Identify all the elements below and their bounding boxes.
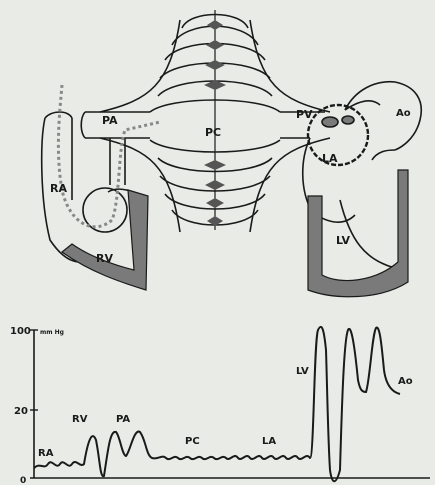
label-lv: LV <box>336 234 350 247</box>
label-rv: RV <box>96 252 113 265</box>
trace-label-pa: PA <box>116 414 130 425</box>
aorta <box>345 82 421 160</box>
trace-label-ra: RA <box>38 448 54 459</box>
y-unit: mm Hg <box>40 329 64 336</box>
label-pc: PC <box>205 126 221 139</box>
y-label-20: 20 <box>14 406 28 417</box>
y-label-100: 100 <box>10 326 31 337</box>
pressure-trace: 100 mm Hg 20 0 RA RV PA PC LA LV Ao <box>10 326 430 485</box>
trace-label-ao: Ao <box>398 376 413 387</box>
heart-diagram: RA RV PA PC PV LA LV Ao <box>42 10 422 297</box>
right-ventricle <box>62 188 148 290</box>
trace-label-pc: PC <box>185 436 200 447</box>
label-ao: Ao <box>396 108 411 119</box>
y-label-0: 0 <box>20 476 26 485</box>
trace-label-lv: LV <box>296 366 309 377</box>
label-pv: PV <box>296 108 313 121</box>
label-la: LA <box>322 152 338 165</box>
rv-wall-shading <box>62 190 148 290</box>
pressure-waveform <box>34 327 400 481</box>
lv-wall-shading <box>308 170 408 297</box>
label-pa: PA <box>102 114 118 127</box>
trace-label-la: LA <box>262 436 276 447</box>
left-ventricle <box>308 170 408 297</box>
trace-label-rv: RV <box>72 414 88 425</box>
label-ra: RA <box>50 182 67 195</box>
